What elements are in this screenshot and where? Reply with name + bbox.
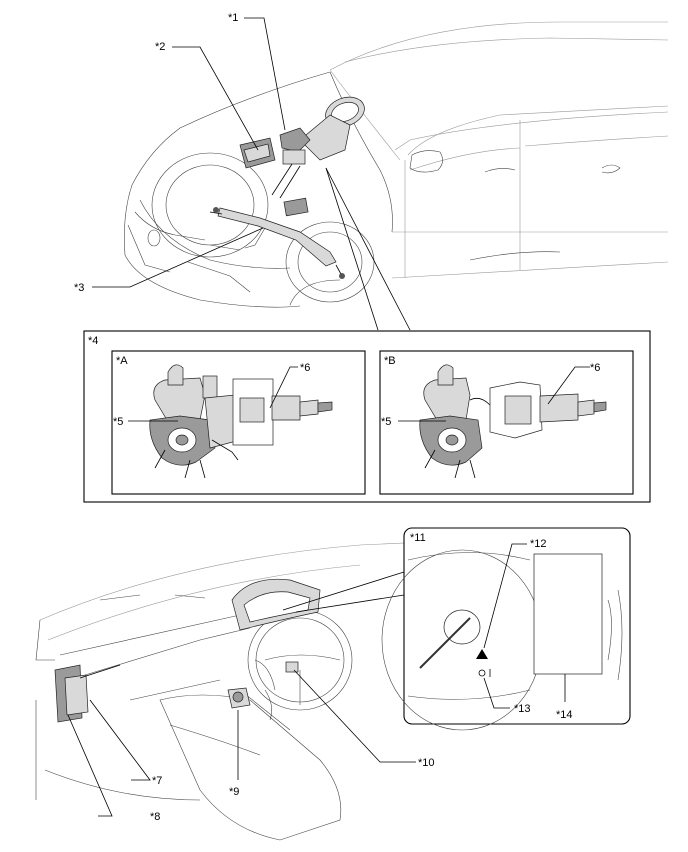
callout-12: *12 — [530, 538, 547, 550]
combination-meter-graphic — [381, 549, 623, 731]
steering-column-assembly-b — [419, 364, 607, 479]
steering-system-in-car — [209, 96, 365, 279]
indicator-lamp-icon — [478, 669, 491, 677]
car-body-illustration — [124, 21, 669, 308]
callout-5b: *5 — [381, 416, 391, 428]
callout-6b: *6 — [590, 362, 600, 374]
callout-3: *3 — [74, 282, 84, 294]
warning-triangle-icon — [476, 649, 488, 659]
callout-9: *9 — [229, 786, 239, 798]
callout-4: *4 — [88, 335, 98, 347]
callout-8: *8 — [150, 811, 160, 823]
callout-a: *A — [116, 355, 128, 367]
callout-7: *7 — [152, 775, 162, 787]
callout-11: *11 — [410, 532, 426, 544]
callout-1: *1 — [228, 12, 238, 24]
callout-b: *B — [384, 355, 396, 367]
callout-13: *13 — [514, 703, 531, 715]
dashboard-illustration — [35, 539, 471, 841]
callout-14: *14 — [556, 709, 573, 721]
callout-2: *2 — [155, 41, 165, 53]
steering-column-assembly-a — [149, 364, 333, 479]
callout-6a: *6 — [300, 362, 310, 374]
callout-5a: *5 — [113, 416, 123, 428]
callout-10: *10 — [418, 757, 435, 769]
